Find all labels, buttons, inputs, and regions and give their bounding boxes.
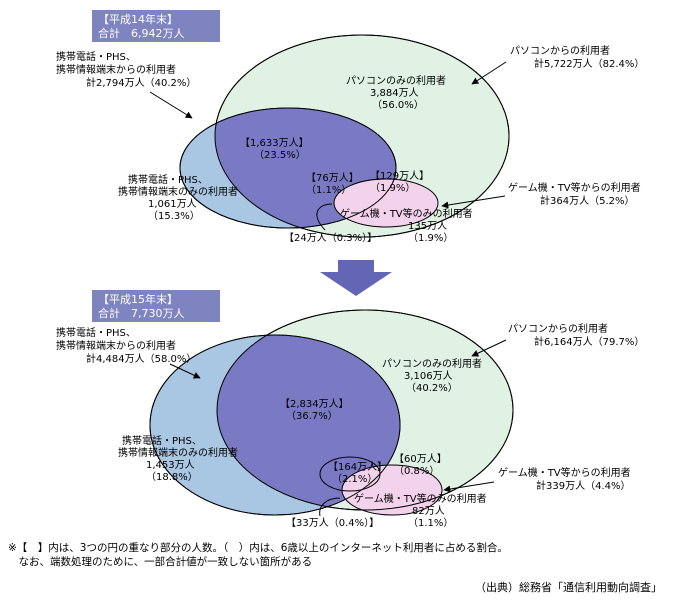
panel-header-box [92,10,220,42]
mobile-total-label2: 携帯情報端末からの利用者 [56,339,176,352]
mobile-only-pct: （15.3%） [148,210,200,222]
mobile-circle-outline [179,107,397,229]
pc-mobile-pct: （36.7%） [286,410,338,422]
pc-only-label: パソコンのみの利用者 [382,358,482,370]
pc-total-label: パソコンからの利用者 [510,45,610,57]
game-only-label: ゲーム機・TV等のみの利用者 [340,207,473,220]
triple-pct: （1.1%） [306,184,351,196]
pc-total-value: 計6,164万人（79.7%） [534,335,644,348]
panel-header-box [92,290,220,322]
pc-circle-outline [214,34,510,238]
pc-only-count: 3,106万人 [404,370,453,382]
mobile-total-label1: 携帯電話・PHS、 [56,326,136,339]
game-only-count: 82万人 [412,505,445,517]
pc-total-value: 計5,722万人（82.4%） [534,57,644,70]
mobile-game-count: 【24万人（0.3%）】 [284,232,377,244]
game-total-value: 計364万人（5.2%） [540,194,635,207]
mobile-total-value: 計2,794万人（40.2%） [86,76,196,89]
pc-mobile-count: 【1,633万人】 [240,137,309,149]
mobile-only-count: 1,453万人 [146,459,195,471]
mobile-only-label1: 携帯電話・PHS、 [122,434,202,447]
mobile-only-pct: （18.8%） [146,471,198,483]
mobile-only-label2: 携帯情報端末のみの利用者 [118,446,238,459]
mobile-only-label1: 携帯電話・PHS、 [128,173,208,186]
game-total-label: ゲーム機・TV等からの利用者 [498,466,631,479]
pc-only-count: 3,884万人 [370,87,419,99]
mobile-only-label2: 携帯情報端末のみの利用者 [118,185,238,198]
panel-year: 【平成14年末】 [98,12,178,26]
down-arrow-icon [320,260,392,296]
triple-pct: （2.1%） [332,473,377,485]
mobile-total-value: 計4,484万人（58.0%） [86,352,196,365]
triple-count: 【76万人】 [306,172,359,184]
panel-total: 合計 6,942万人 [98,26,185,40]
mobile-game-count: 【33万人（0.4%）】 [286,517,379,529]
panel-h15: 【平成15年末】 合計 7,730万人 パソコンのみの利用者 3,106万人 （… [56,290,644,529]
pc-mobile-overlap [217,335,400,510]
panel-year: 【平成15年末】 [98,292,178,306]
pc-only-label: パソコンのみの利用者 [346,75,446,87]
pc-game-count: 【129万人】 [370,170,429,182]
triple-overlap-ring [319,456,381,492]
game-only-pct: （1.1%） [408,517,453,529]
pc-game-pct: （1.9%） [370,182,415,194]
mobile-total-arrow [169,363,201,379]
pc-total-arrow [471,339,507,357]
pc-only-pct: （56.0%） [372,99,424,111]
mobile-total-label2: 携帯情報端末からの利用者 [56,63,176,76]
game-total-arrow [443,481,495,493]
mobile-game-leader [316,203,333,231]
mobile-total-label1: 携帯電話・PHS、 [56,50,136,63]
pc-only-pct: （40.2%） [406,382,458,394]
pc-total-label: パソコンからの利用者 [508,323,608,335]
mobile-only-count: 1,061万人 [148,198,197,210]
footnote: ※【 】内は、3つの円の重なり部分の人数。（ ）内は、6歳以上のインターネット利… [8,541,508,569]
pc-mobile-count: 【2,834万人】 [280,398,349,410]
game-circle [333,178,439,228]
footnote-line1: ※【 】内は、3つの円の重なり部分の人数。（ ）内は、6歳以上のインターネット利… [8,542,508,554]
game-only-pct: （1.9%） [408,232,453,244]
pc-game-count: 【60万人】 [394,453,447,465]
panel-total: 合計 7,730万人 [98,306,185,320]
mobile-game-leader [319,497,341,517]
pc-mobile-pct: （23.5%） [254,149,306,161]
source-credit: （出典）総務省「通信利用動向調査」 [475,581,662,594]
game-total-value: 計339万人（4.4%） [536,479,631,492]
panel-h14: 【平成14年末】 合計 6,942万人 パソコンのみの利用者 3,884万人 （… [56,10,644,244]
pc-total-arrow [471,61,507,85]
pc-game-pct: （0.8%） [394,465,439,477]
footnote-line2: なお、端数処理のために、一部合計値が一致しない箇所がある [8,556,313,568]
mobile-total-arrow [149,91,193,119]
game-only-count: 135万人 [408,220,447,232]
game-only-label: ゲーム機・TV等のみの利用者 [354,492,487,505]
triple-count: 【164万人】 [328,461,387,473]
mobile-circle-outline [149,334,401,516]
game-total-arrow [441,195,506,209]
pc-circle-outline [216,309,514,511]
game-total-label: ゲーム機・TV等からの利用者 [508,181,641,194]
